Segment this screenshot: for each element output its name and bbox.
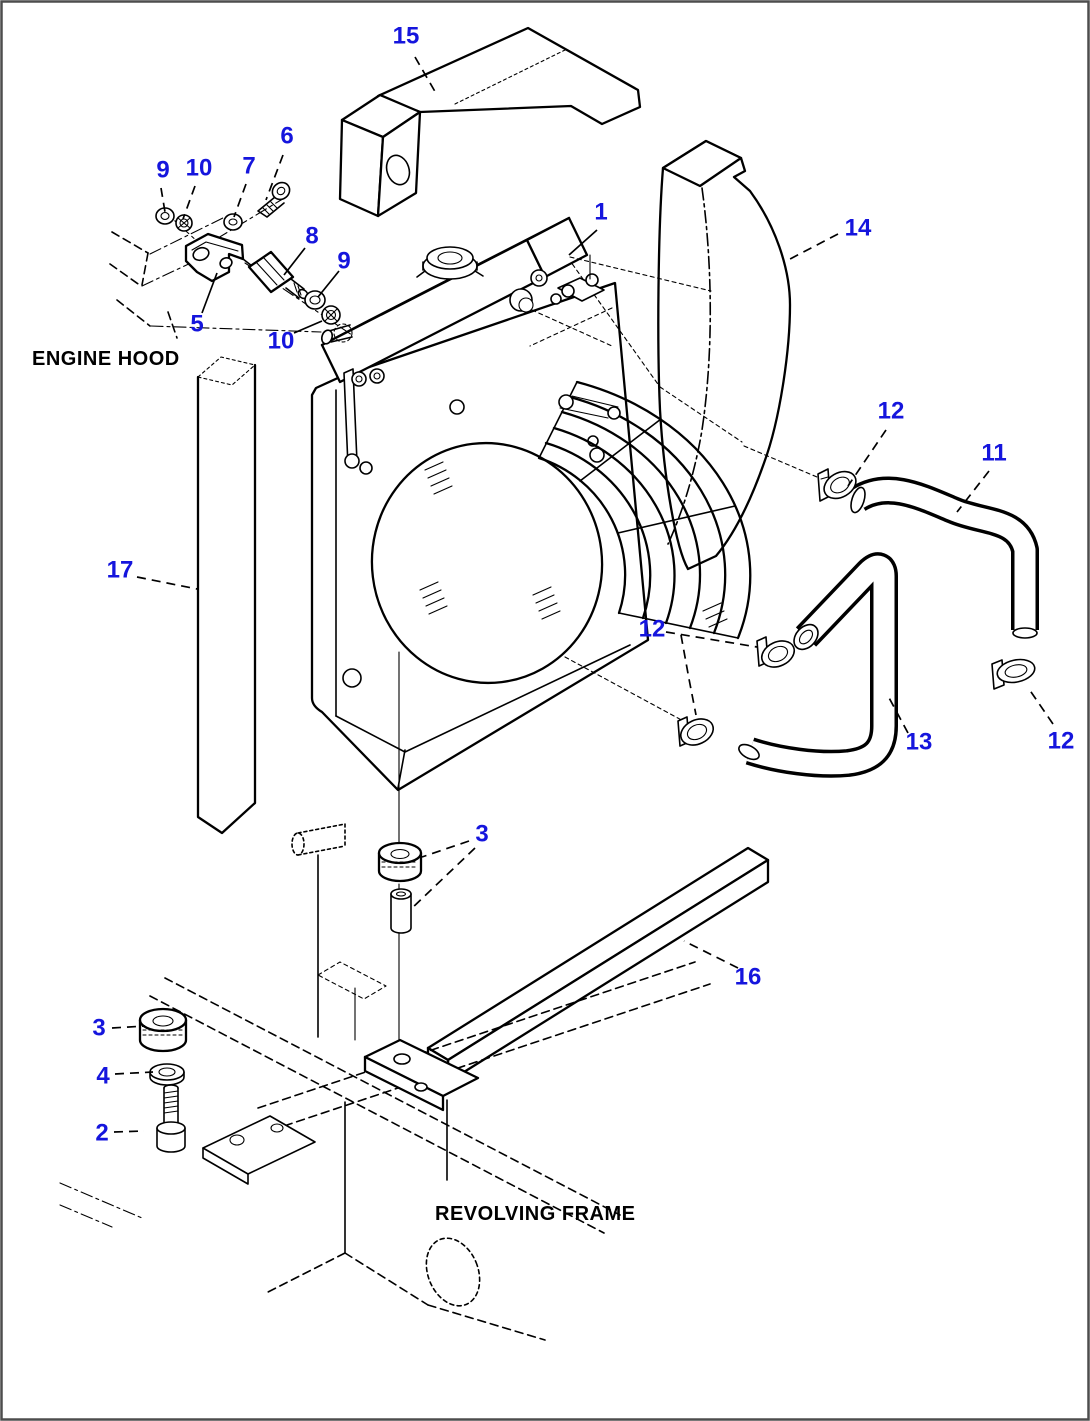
callout-4: 4 — [96, 1063, 110, 1090]
leader-line — [568, 229, 598, 256]
lower-hose-13 — [738, 552, 898, 778]
radiator-1 — [310, 216, 818, 1056]
engine-hood-label: ENGINE HOOD — [32, 348, 180, 370]
cushion-3 — [138, 1007, 188, 1053]
callout-6: 6 — [280, 123, 293, 150]
callout-10: 10 — [268, 328, 295, 355]
leader-line — [201, 272, 218, 314]
leader-line — [421, 840, 470, 858]
hoses — [738, 476, 1039, 778]
leader-line — [114, 1071, 154, 1075]
callout-17: 17 — [107, 557, 134, 584]
seal-bar-17 — [196, 356, 257, 835]
leader-line — [136, 576, 198, 590]
clamp-12-mid-left — [677, 716, 715, 747]
nut-10-lower — [321, 305, 341, 325]
bottom-left-hardware — [138, 1007, 188, 1153]
fan-grille — [537, 380, 752, 640]
callout-12: 12 — [878, 398, 905, 425]
radiator-cap — [416, 246, 484, 280]
leader-line — [789, 233, 839, 260]
callout-3: 3 — [92, 1015, 105, 1042]
leader-line — [680, 634, 697, 716]
tank-corner-bracket — [550, 254, 605, 305]
callout-2: 2 — [95, 1120, 108, 1147]
leader-line — [182, 185, 196, 220]
leader-line — [956, 470, 990, 513]
callout-9: 9 — [337, 248, 350, 275]
bolt-2 — [156, 1084, 186, 1153]
washer-9-lower — [304, 290, 326, 310]
leader-line — [293, 320, 323, 334]
leader-line — [265, 154, 284, 201]
clamp-12-mid-right — [756, 636, 796, 668]
revolving-frame-label: REVOLVING FRAME — [435, 1203, 635, 1225]
center-mount-3 — [377, 841, 423, 934]
leader-line — [113, 1130, 145, 1133]
callout-15: 15 — [393, 23, 420, 50]
mount-hardware-cluster — [155, 181, 353, 336]
support-bar-16 — [426, 846, 770, 1084]
callout-11: 11 — [981, 440, 1006, 467]
bracket-15 — [338, 26, 642, 218]
leader-line — [683, 940, 739, 969]
callout-16: 16 — [735, 964, 762, 991]
washer-4 — [149, 1063, 185, 1086]
upper-hose-11 — [850, 476, 1039, 639]
leader-line — [111, 1025, 146, 1029]
leader-line — [886, 693, 909, 734]
hood-support-tube — [291, 823, 387, 1041]
leader-line — [283, 247, 306, 276]
leader-line — [1028, 688, 1054, 725]
revolving-frame-structure — [59, 823, 711, 1341]
leader-line — [847, 429, 887, 487]
washer-7 — [223, 213, 243, 231]
callout-12: 12 — [639, 616, 666, 643]
center-bracket-plate — [363, 1038, 480, 1112]
leader-line — [160, 187, 166, 213]
callout-10: 10 — [186, 155, 213, 182]
left-bracket-plate — [202, 1115, 316, 1185]
bolt-6 — [257, 181, 291, 218]
callout-5: 5 — [190, 311, 203, 338]
callout-3: 3 — [475, 821, 488, 848]
callout-9: 9 — [156, 157, 169, 184]
callout-13: 13 — [906, 729, 933, 756]
nut-10-upper — [175, 214, 193, 232]
clamp-12-right — [991, 658, 1036, 690]
callout-1: 1 — [594, 199, 607, 226]
engine-hood-hidden-lines — [109, 213, 322, 339]
callout-8: 8 — [305, 223, 318, 250]
left-strap-bracket — [343, 368, 385, 475]
frame-hole — [425, 1237, 481, 1307]
hose-clamps-12 — [677, 468, 1036, 747]
leader-line — [233, 183, 247, 218]
bracket-5 — [184, 232, 245, 283]
fan-guard-14 — [657, 139, 792, 571]
callout-7: 7 — [242, 153, 255, 180]
leader-line — [665, 631, 758, 648]
leader-line — [317, 270, 340, 298]
clamp-12-upper — [817, 468, 857, 502]
leader-line — [414, 56, 438, 96]
overflow-stub — [320, 323, 353, 345]
callout-12: 12 — [1048, 728, 1075, 755]
switch-8 — [242, 250, 309, 300]
callout-14: 14 — [845, 215, 872, 242]
